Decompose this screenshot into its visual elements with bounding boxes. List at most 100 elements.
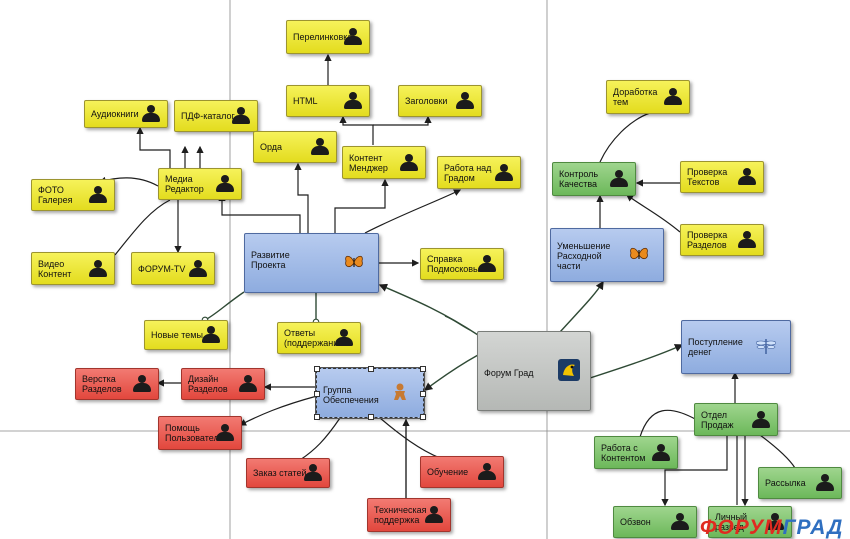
node-dorabotka-tem[interactable]: Доработка тем: [606, 80, 690, 114]
connector-forum-razvitie: [378, 283, 479, 336]
node-proverka-razdelov[interactable]: Проверка Разделов: [680, 224, 764, 256]
node-dizayn-razdelov[interactable]: Дизайн Разделов: [181, 368, 265, 400]
node-postuplenie-deneg[interactable]: Поступление денег: [681, 320, 791, 374]
watermark-part2: ГРАД: [782, 516, 844, 539]
person-icon: [424, 506, 444, 524]
person-icon: [215, 424, 235, 442]
node-obuchenie[interactable]: Обучение: [420, 456, 504, 488]
person-icon: [765, 513, 785, 531]
node-otdel-prodazh[interactable]: Отдел Продаж: [694, 403, 778, 436]
node-novye-temy[interactable]: Новые темы: [144, 320, 228, 350]
person-icon: [477, 255, 497, 273]
person-icon: [737, 168, 757, 186]
connector-media-audio: [136, 126, 171, 168]
watermark-part1: ФОРУМ: [700, 516, 783, 539]
node-label: Уменьшение Расходной части: [557, 241, 611, 271]
node-rabota-s-kontentom[interactable]: Работа с Контентом: [594, 436, 678, 469]
node-label: Заголовки: [405, 96, 448, 106]
node-label: Рассылка: [765, 478, 806, 488]
person-icon: [670, 513, 690, 531]
butterfly-icon: [629, 246, 649, 264]
selection-handle[interactable]: [314, 366, 320, 372]
node-label: Техническая поддержка: [374, 505, 427, 525]
node-rassylka[interactable]: Рассылка: [758, 467, 842, 499]
node-label: Видео Контент: [38, 258, 72, 279]
node-tekhnicheskaya-podderzhka[interactable]: Техническая поддержка: [367, 498, 451, 532]
node-label: Работа над Градом: [444, 162, 492, 183]
node-forum-grad[interactable]: Форум Град: [477, 331, 591, 411]
connector-forum-umenshenie: [559, 280, 604, 333]
person-icon: [334, 329, 354, 347]
node-zakaz-statey[interactable]: Заказ статей: [246, 458, 330, 488]
person-icon: [215, 175, 235, 193]
connector-gruppa-obuchenie: [379, 417, 441, 459]
node-kontrol-kachestva[interactable]: Контроль Качества: [552, 162, 636, 196]
node-pdf-katalog[interactable]: ПДФ-каталог: [174, 100, 258, 132]
person-icon: [303, 464, 323, 482]
person-icon: [88, 259, 108, 278]
node-label: Аудиокниги: [91, 109, 139, 119]
node-orda[interactable]: Орда: [253, 131, 337, 163]
node-label: Заказ статей: [253, 468, 307, 478]
node-razvitie-proekta[interactable]: Развитие Проекта: [244, 233, 379, 293]
person-icon: [651, 443, 671, 462]
node-zagolovki[interactable]: Заголовки: [398, 85, 482, 117]
node-spravka-podmoskovya[interactable]: Справка Подмосковья: [420, 248, 504, 280]
node-pomoshch-polzovatelyu[interactable]: Помощь Пользователю: [158, 416, 242, 450]
node-label: Медиа Редактор: [165, 174, 204, 194]
node-label: Работа с Контентом: [601, 442, 646, 463]
node-label: Отдел Продаж: [701, 409, 734, 430]
node-label: Орда: [260, 142, 283, 152]
node-label: Перелинковка: [293, 32, 353, 42]
node-label: Форум Град: [484, 368, 534, 378]
node-label: Личный развед: [715, 512, 748, 532]
person-icon: [751, 410, 771, 429]
node-html[interactable]: HTML: [286, 85, 370, 117]
node-media-redaktor[interactable]: Медиа Редактор: [158, 168, 242, 200]
person-icon: [494, 163, 514, 182]
node-label: Верстка Разделов: [82, 374, 122, 394]
person-icon: [737, 231, 757, 249]
person-icon: [477, 463, 497, 481]
selection-handle[interactable]: [420, 391, 426, 397]
person-icon: [238, 375, 258, 393]
node-forum-tv[interactable]: ФОРУМ-TV: [131, 252, 215, 285]
node-gruppa-obespecheniya[interactable]: Группа Обеспечения: [314, 366, 426, 420]
node-verstka-razdelov[interactable]: Верстка Разделов: [75, 368, 159, 400]
node-perelinkovka[interactable]: Перелинковка: [286, 20, 370, 54]
node-audioknigi[interactable]: Аудиокниги: [84, 100, 168, 128]
node-label: ФОРУМ-TV: [138, 263, 186, 274]
selection-handle[interactable]: [420, 366, 426, 372]
selection-handle[interactable]: [314, 391, 320, 397]
node-proverka-tekstov[interactable]: Проверка Текстов: [680, 161, 764, 193]
selection-handle[interactable]: [420, 414, 426, 420]
node-label: ФОТО Галерея: [38, 185, 73, 205]
connector-razvitie-rabota: [364, 189, 462, 234]
node-obzvon[interactable]: Обзвон: [613, 506, 697, 538]
node-label: Контроль Качества: [559, 169, 599, 189]
node-otvety[interactable]: Ответы (поддержание: [277, 322, 361, 354]
node-label: Доработка тем: [613, 87, 658, 107]
selection-handle[interactable]: [368, 414, 374, 420]
connector-otdel-obzvon: [661, 435, 728, 507]
person-icon: [141, 105, 161, 123]
connector-razvitie-orda: [294, 162, 309, 233]
node-label: Дизайн Разделов: [188, 374, 228, 394]
node-kontent-menedzher[interactable]: Контент Менджер: [342, 146, 426, 179]
node-lichnyy-razvedchik[interactable]: Личный развед: [708, 506, 792, 538]
node-rabota-nad-gradom[interactable]: Работа над Градом: [437, 156, 521, 189]
node-label: HTML: [293, 96, 318, 106]
person-icon: [132, 375, 152, 393]
node-video-kontent[interactable]: Видео Контент: [31, 252, 115, 285]
connector-video-media: [114, 199, 171, 256]
node-foto-galereya[interactable]: ФОТО Галерея: [31, 179, 115, 211]
person-icon: [399, 153, 419, 172]
selection-handle[interactable]: [368, 366, 374, 372]
node-label: Проверка Текстов: [687, 167, 728, 187]
connector-razvitie-novye: [201, 291, 245, 324]
node-label: Проверка Разделов: [687, 230, 728, 250]
connector-forum-gruppa: [423, 354, 479, 391]
node-umenshenie-raskhodnoy-chasti[interactable]: Уменьшение Расходной части: [550, 228, 664, 282]
selection-handle[interactable]: [314, 414, 320, 420]
